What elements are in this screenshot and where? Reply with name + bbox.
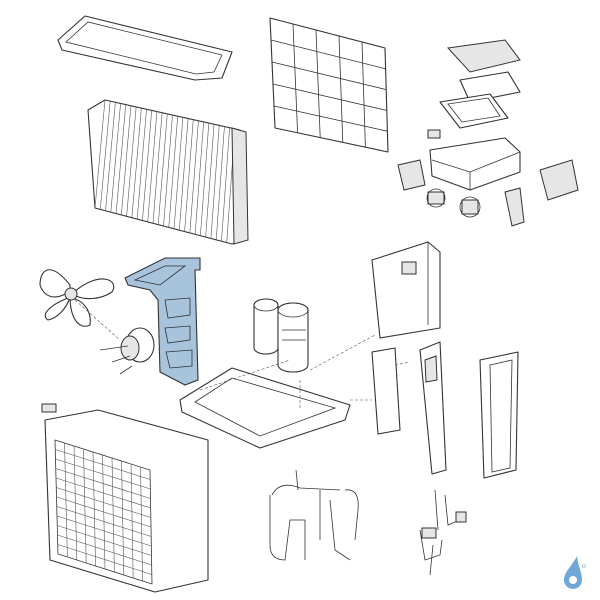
valve-support-plate[interactable] xyxy=(371,341,447,475)
rear-grille[interactable] xyxy=(269,17,389,153)
compressor[interactable] xyxy=(253,298,309,373)
valve-assembly[interactable] xyxy=(419,489,467,576)
motor-support-bracket[interactable] xyxy=(124,257,201,386)
leader-lines xyxy=(74,299,411,410)
control-box[interactable] xyxy=(397,129,579,227)
partition-panel[interactable] xyxy=(371,241,441,339)
refrigerant-piping[interactable] xyxy=(269,469,359,561)
base-pan[interactable] xyxy=(179,367,351,449)
fan-motor[interactable] xyxy=(99,327,155,375)
condenser-coil[interactable] xyxy=(87,99,249,245)
control-box-cover[interactable] xyxy=(439,39,521,129)
water-drop-logo xyxy=(564,556,586,589)
fan-blade[interactable] xyxy=(39,269,115,327)
top-cover[interactable] xyxy=(57,15,233,81)
front-panel[interactable] xyxy=(41,403,209,593)
side-panel[interactable] xyxy=(479,351,519,479)
